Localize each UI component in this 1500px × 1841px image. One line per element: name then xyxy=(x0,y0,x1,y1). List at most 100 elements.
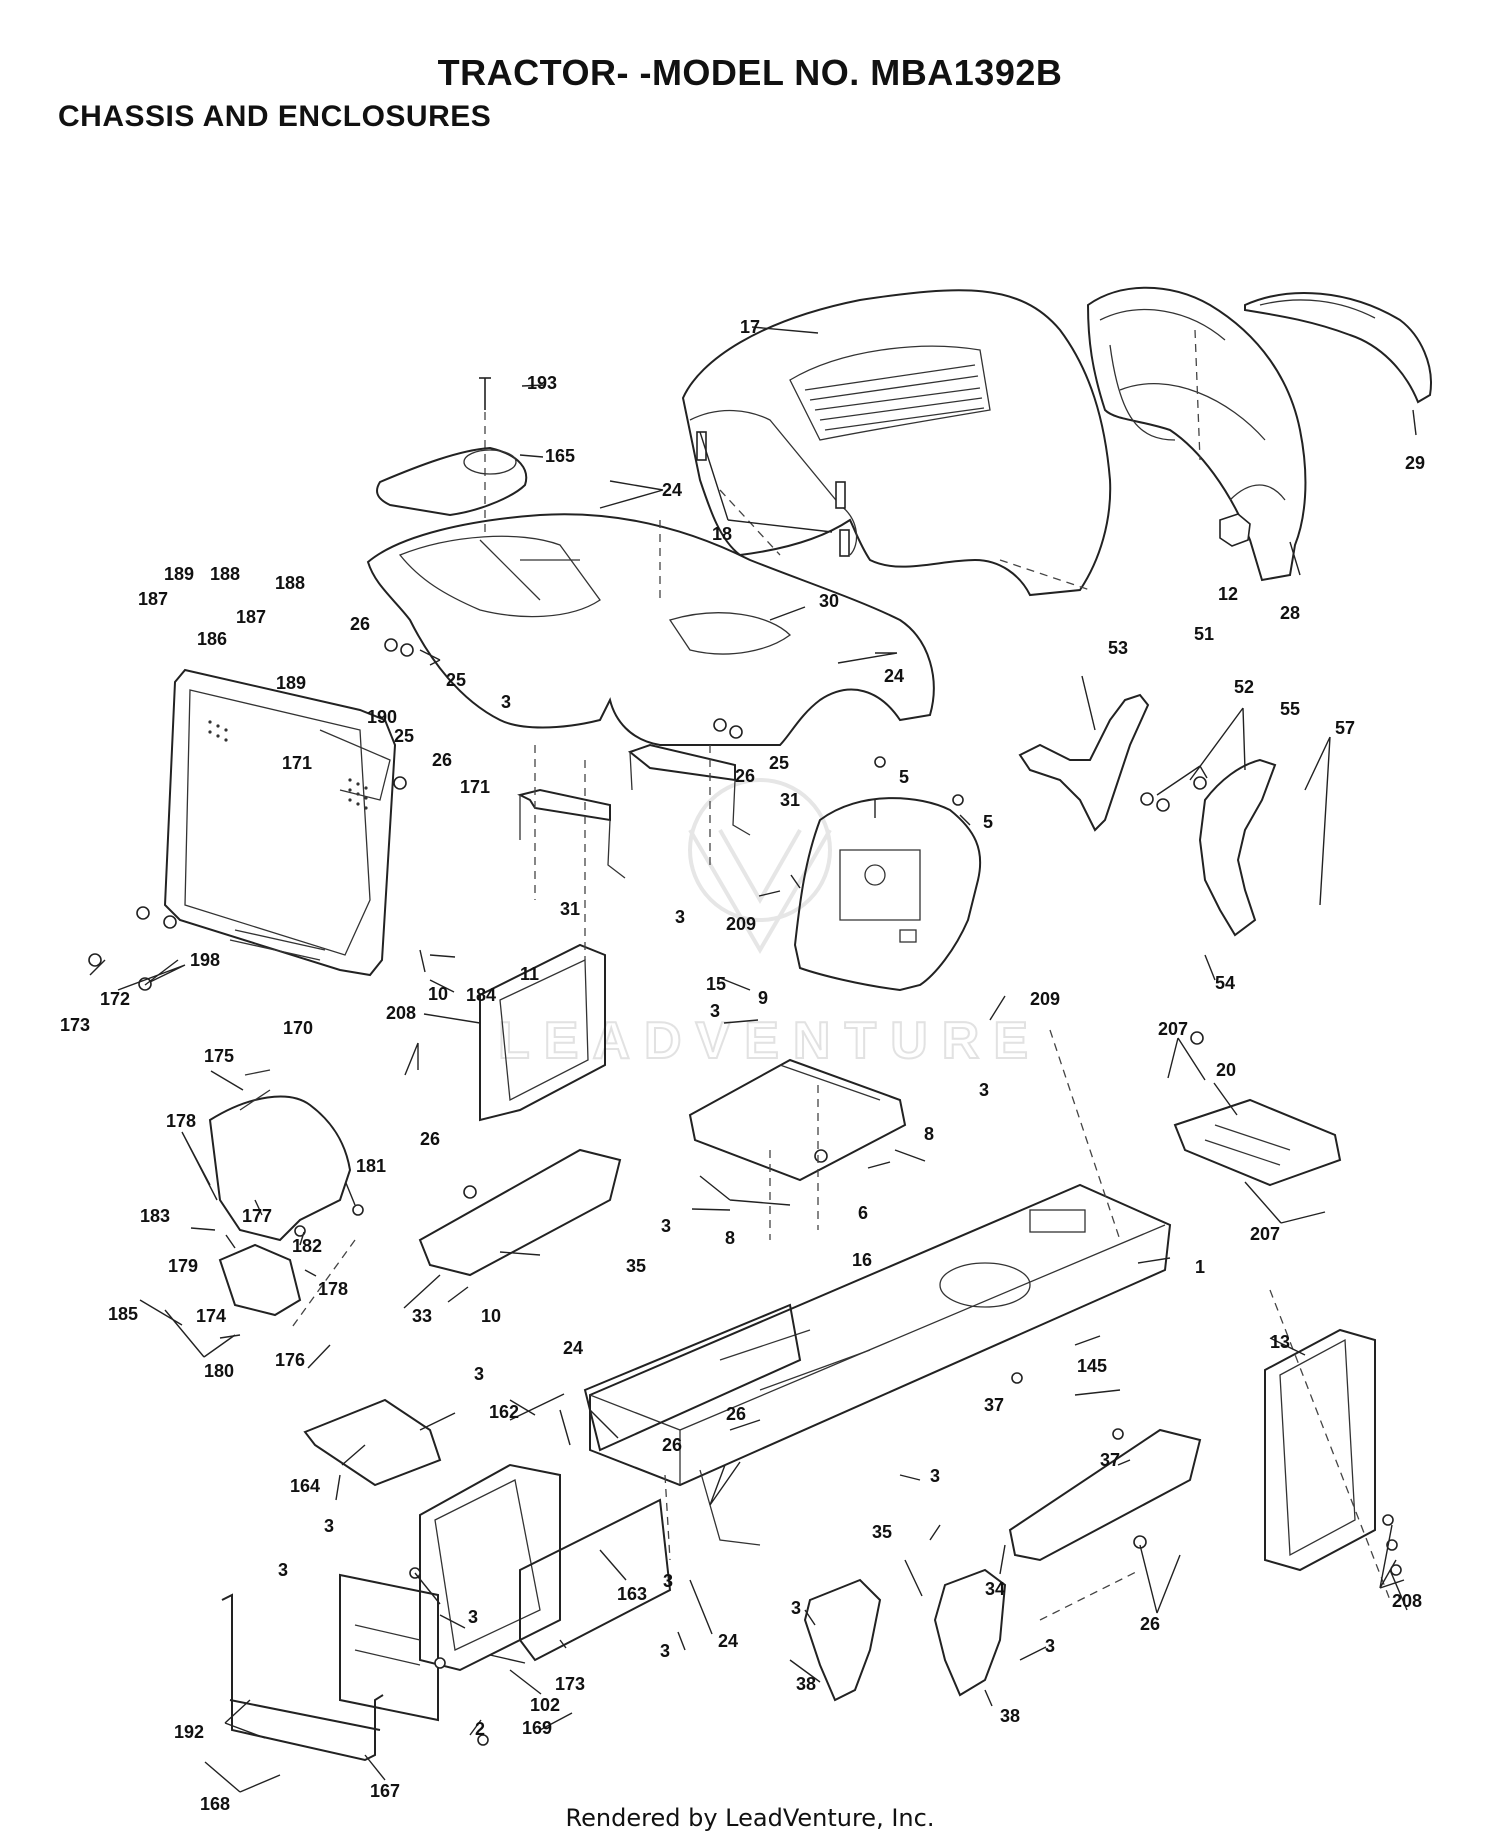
callout-207-b: 207 xyxy=(1250,1224,1280,1244)
callout-187-a: 187 xyxy=(138,589,168,609)
callout-182: 182 xyxy=(292,1236,322,1256)
callout-5-b: 5 xyxy=(983,812,993,832)
callout-26-b: 26 xyxy=(350,614,370,634)
callout-37-b: 37 xyxy=(1100,1450,1120,1470)
front-plate-162 xyxy=(419,1463,561,1672)
callout-18: 18 xyxy=(712,524,732,544)
callout-24-b: 24 xyxy=(884,666,904,686)
callout-3-l: 3 xyxy=(278,1560,288,1580)
callout-34: 34 xyxy=(985,1579,1005,1599)
steering-bracket-174 xyxy=(218,1243,302,1317)
callout-168: 168 xyxy=(200,1794,230,1814)
callout-165: 165 xyxy=(545,446,575,466)
watermark-text: LEADVENTURE xyxy=(498,1012,1042,1070)
callout-209-a: 209 xyxy=(726,914,756,934)
callout-190: 190 xyxy=(367,707,397,727)
callout-178-a: 178 xyxy=(166,1111,196,1131)
callout-24-d: 24 xyxy=(718,1631,738,1651)
callout-207-a: 207 xyxy=(1158,1019,1188,1039)
callout-171-b: 171 xyxy=(460,777,490,797)
callout-198: 198 xyxy=(190,950,220,970)
callout-35-a: 35 xyxy=(626,1256,646,1276)
callout-33: 33 xyxy=(412,1306,432,1326)
callout-12: 12 xyxy=(1218,584,1238,604)
callout-185: 185 xyxy=(108,1304,138,1324)
section-subtitle: CHASSIS AND ENCLOSURES xyxy=(58,100,492,133)
callout-5-a: 5 xyxy=(899,767,909,787)
rear-bracket-20 xyxy=(1173,1098,1342,1187)
callout-186: 186 xyxy=(197,629,227,649)
callout-54: 54 xyxy=(1215,973,1235,993)
callout-164: 164 xyxy=(290,1476,320,1496)
callout-20: 20 xyxy=(1216,1060,1236,1080)
front-plate-163 xyxy=(519,1498,672,1662)
callout-31-b: 31 xyxy=(560,899,580,919)
callout-180: 180 xyxy=(204,1361,234,1381)
fuel-cap-cover xyxy=(376,377,528,535)
callout-8-a: 8 xyxy=(924,1124,934,1144)
callout-57: 57 xyxy=(1335,718,1355,738)
nut-12 xyxy=(1219,513,1251,547)
callout-38-a: 38 xyxy=(796,1674,816,1694)
callout-169: 169 xyxy=(522,1718,552,1738)
callout-9: 9 xyxy=(758,988,768,1008)
callout-17: 17 xyxy=(740,317,760,337)
hood xyxy=(681,289,1112,597)
callout-10-a: 10 xyxy=(428,984,448,1004)
callout-31-a: 31 xyxy=(780,790,800,810)
callout-15: 15 xyxy=(706,974,726,994)
callout-208-a: 208 xyxy=(386,1003,416,1023)
footrest-right xyxy=(1008,1428,1202,1562)
callout-174: 174 xyxy=(196,1306,226,1326)
front-grille-panel xyxy=(163,668,397,977)
callout-26-g: 26 xyxy=(1140,1614,1160,1634)
callout-3-g: 3 xyxy=(930,1466,940,1486)
callout-25-b: 25 xyxy=(446,670,466,690)
callout-193: 193 xyxy=(527,373,557,393)
axle-bracket-right xyxy=(933,1568,1007,1697)
callout-188-a: 188 xyxy=(210,564,240,584)
callout-3-d: 3 xyxy=(979,1080,989,1100)
callout-175: 175 xyxy=(204,1046,234,1066)
frame-side-rail xyxy=(583,1303,802,1452)
callout-3-h: 3 xyxy=(324,1516,334,1536)
assembly-lines xyxy=(289,745,1391,1621)
callout-189-b: 189 xyxy=(276,673,306,693)
callout-28: 28 xyxy=(1280,603,1300,623)
leader-lines xyxy=(89,326,1417,1793)
callout-8-b: 8 xyxy=(725,1228,735,1248)
callout-173-a: 173 xyxy=(60,1015,90,1035)
callout-173-b: 173 xyxy=(555,1674,585,1694)
page-title: TRACTOR- -MODEL NO. MBA1392B xyxy=(437,52,1063,93)
callout-38-b: 38 xyxy=(1000,1706,1020,1726)
axle-bracket-left xyxy=(803,1578,882,1702)
fender-pan xyxy=(366,513,935,746)
callout-192: 192 xyxy=(174,1722,204,1742)
callout-51: 51 xyxy=(1194,624,1214,644)
callout-176: 176 xyxy=(275,1350,305,1370)
callout-208-b: 208 xyxy=(1392,1591,1422,1611)
callout-171-a: 171 xyxy=(282,753,312,773)
callout-3-j: 3 xyxy=(660,1641,670,1661)
callout-3-i: 3 xyxy=(663,1571,673,1591)
hood-mount-bracket-left xyxy=(517,788,626,879)
footrest-left xyxy=(418,1148,622,1277)
steering-support xyxy=(208,1069,352,1242)
callout-3-f: 3 xyxy=(474,1364,484,1384)
main-frame xyxy=(589,1183,1172,1546)
callout-26-d: 26 xyxy=(420,1129,440,1149)
callout-172: 172 xyxy=(100,989,130,1009)
callout-26-e: 26 xyxy=(726,1404,746,1424)
callout-177: 177 xyxy=(242,1206,272,1226)
headlight-lens xyxy=(1244,292,1432,404)
callout-209-b: 209 xyxy=(1030,989,1060,1009)
callout-187-b: 187 xyxy=(236,607,266,627)
callout-145: 145 xyxy=(1077,1356,1107,1376)
callout-13: 13 xyxy=(1270,1332,1290,1352)
callout-163: 163 xyxy=(617,1584,647,1604)
render-credit: Rendered by LeadVenture, Inc. xyxy=(565,1804,935,1832)
callout-52: 52 xyxy=(1234,677,1254,697)
front-bumper xyxy=(221,1573,439,1762)
rear-plate-13 xyxy=(1264,1328,1376,1572)
